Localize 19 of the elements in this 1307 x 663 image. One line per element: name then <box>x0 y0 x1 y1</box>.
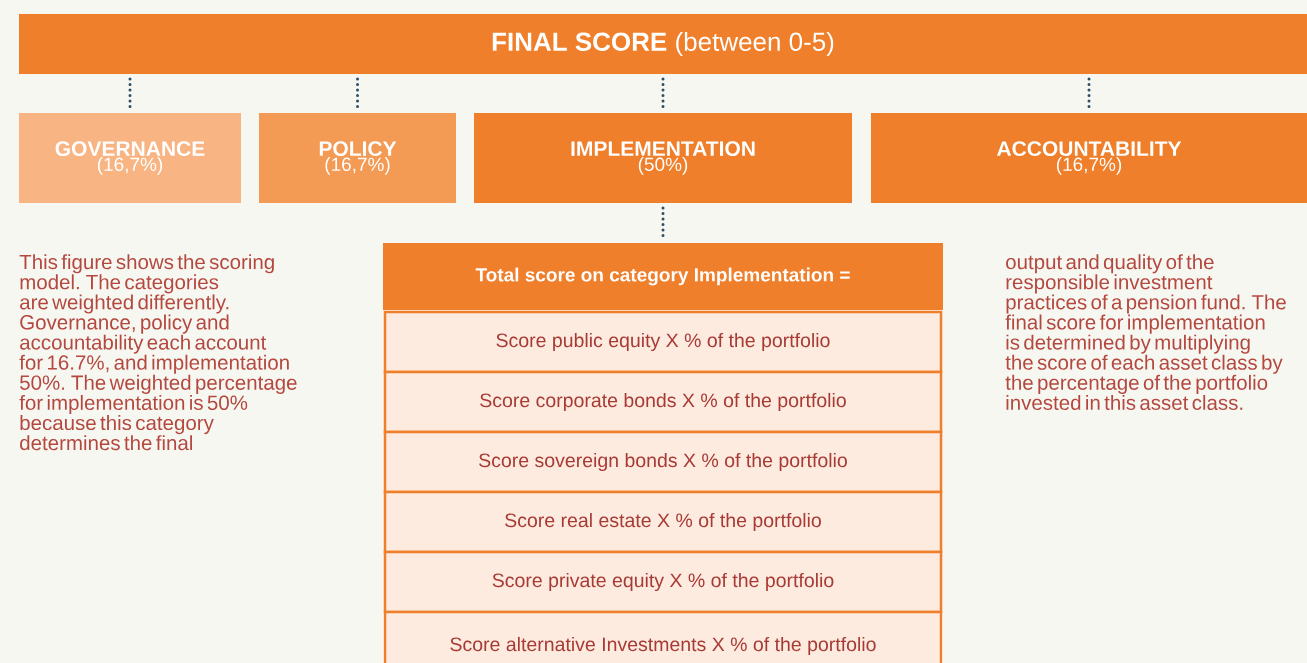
category-box: ACCOUNTABILITY (16,7%) <box>871 113 1307 203</box>
table-row: Score public equity X % of the portfolio <box>383 310 943 374</box>
score-banner: FINAL SCORE (between 0-5) <box>19 14 1307 74</box>
table-row: Score alternative Investments X % of the portfolio <box>383 610 943 663</box>
table-row: Score real estate X % of the portfolio <box>383 490 943 554</box>
table-header: Total score on category Implementation = <box>383 243 943 310</box>
description-text: This figure shows the scoring model. The categories are weighted differently. Governance, policy and accountability each account for 16.7%, and implementation 50%. The weighted percentage for implementation is 50% because this category determines the final <box>19 254 297 451</box>
description-text: output and quality of the responsible investment practices of a pension fund. The final score for implementation is determined by multiplying the score of each asset class by the percentage of the portfolio invested in this asset class. <box>1005 254 1286 410</box>
dotted-connector <box>1087 77 1091 111</box>
node-label: Total score on category Implementation = <box>475 267 850 286</box>
dotted-connector <box>356 77 359 111</box>
category-box: IMPLEMENTATION (50%) <box>474 113 852 203</box>
table-row: Score sovereign bonds X % of the portfolio <box>383 430 943 494</box>
dotted-connector <box>661 77 665 111</box>
table-row: Score private equity X % of the portfolio <box>383 550 943 614</box>
category-box: POLICY (16,7%) <box>259 113 456 203</box>
dotted-connector <box>128 77 132 111</box>
category-box: GOVERNANCE (16,7%) <box>19 113 241 203</box>
table-row: Score corporate bonds X % of the portfolio <box>383 370 943 434</box>
